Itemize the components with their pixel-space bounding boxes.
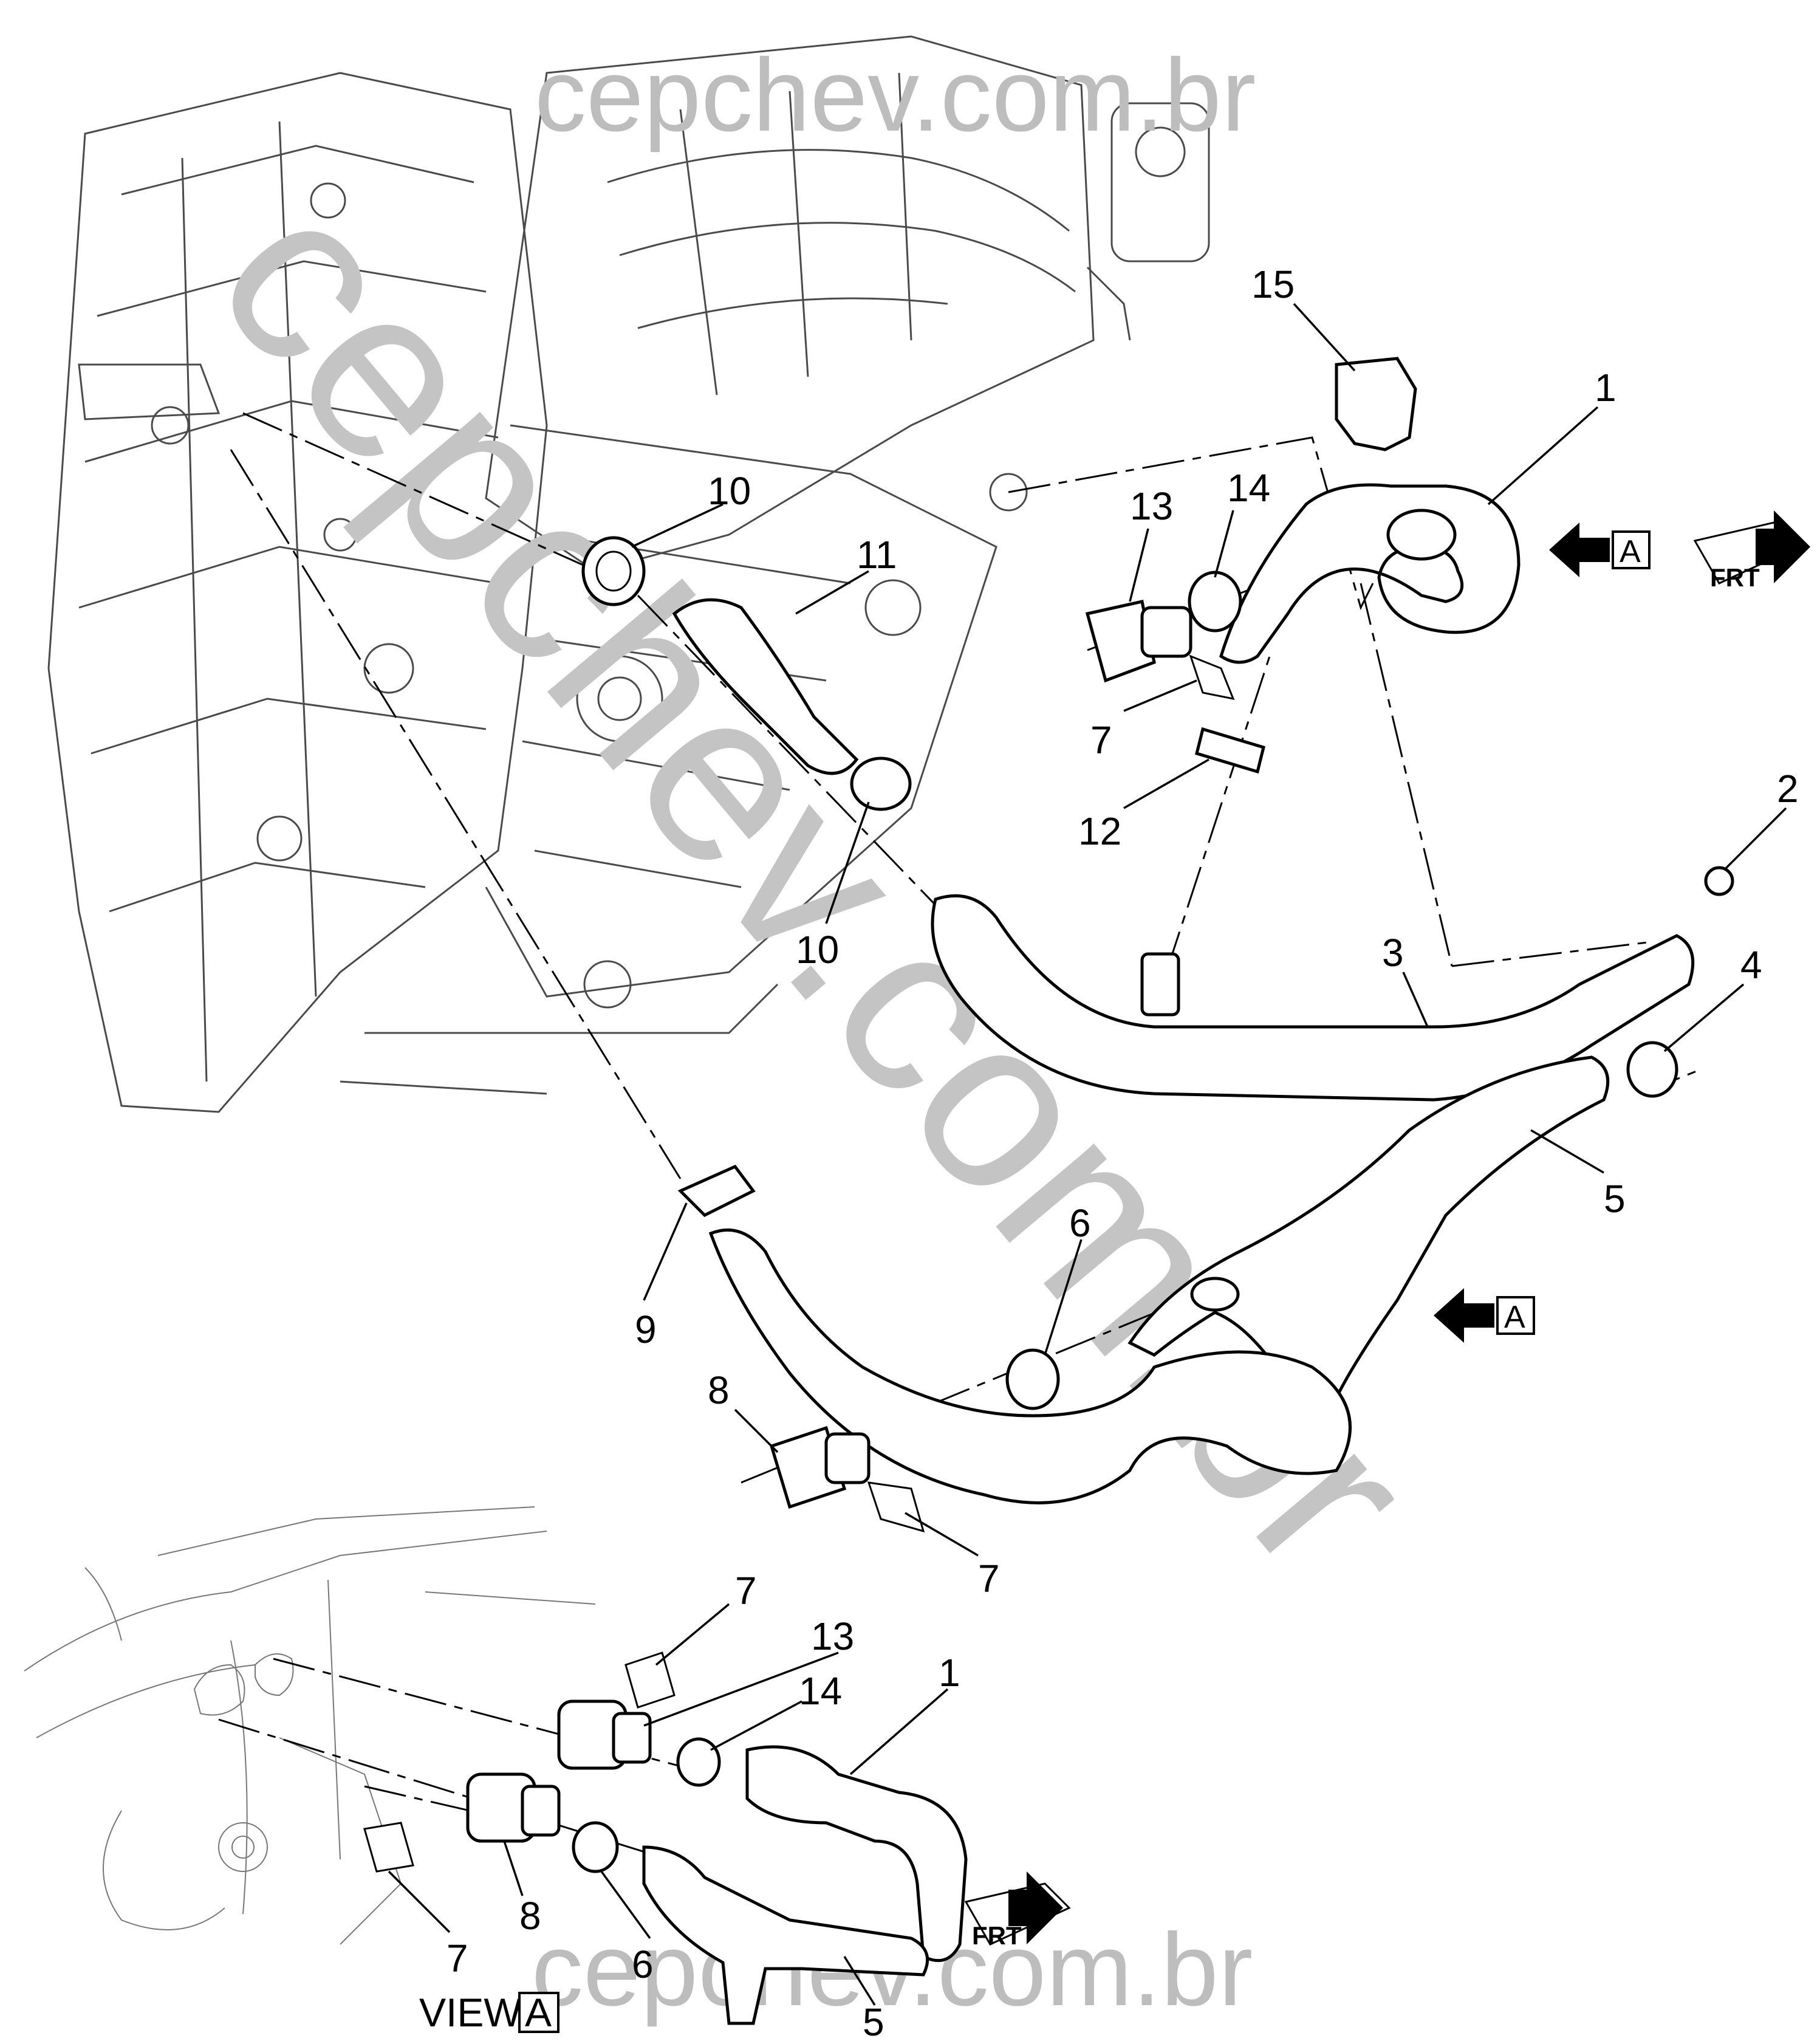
callout-1-view: 1 (939, 1651, 960, 1695)
callout-10-mid: 10 (796, 928, 839, 972)
callout-6-mid: 6 (1069, 1201, 1091, 1245)
view-arrow-icon (1549, 523, 1610, 577)
hose-part-11 (672, 598, 859, 775)
clip-part-7-top (1189, 654, 1235, 701)
clamp-part-14-top (1188, 571, 1242, 633)
bolt-part-2 (1704, 866, 1734, 896)
front-label-view: FRT (972, 1921, 1022, 1950)
front-indicator-top: FRT (1693, 510, 1810, 592)
clamp-part-6-mid (1005, 1348, 1060, 1410)
view-arrow-label-mid: A (1504, 1300, 1525, 1335)
callout-14-view: 14 (799, 1669, 842, 1713)
bracket-part-9 (677, 1164, 756, 1218)
callout-7-view-bottom: 7 (446, 1936, 468, 1980)
callout-7-view-top: 7 (735, 1569, 757, 1613)
callout-14-top: 14 (1227, 466, 1270, 510)
hose-part-3-nipple (1140, 952, 1180, 1017)
view-arrow-label-top: A (1620, 534, 1641, 569)
clip-part-7-mid (867, 1481, 925, 1533)
callout-1-top: 1 (1595, 366, 1616, 410)
callout-13-view: 13 (811, 1614, 854, 1658)
leader-lines (388, 303, 1787, 2006)
callout-8-mid: 8 (708, 1368, 730, 1412)
callout-5-view: 5 (863, 2000, 884, 2044)
callout-8-view: 8 (519, 1894, 541, 1938)
parts (363, 357, 1734, 2025)
hose-part-1-view (745, 1745, 968, 1963)
heater-hose-lower (708, 1228, 1352, 1504)
callout-13-top: 13 (1130, 484, 1173, 528)
view-arrow-icon (1434, 1288, 1494, 1343)
view-caption: VIEW A (419, 1990, 559, 2035)
view-arrow-mid: A (1434, 1288, 1535, 1343)
clip-part-12 (1194, 727, 1266, 774)
callout-numbers: 15 1 10 11 13 14 7 12 2 10 3 4 5 6 9 8 7… (446, 262, 1799, 2044)
callout-9: 9 (635, 1308, 657, 1351)
clamp-part-14-view (676, 1737, 721, 1787)
clamp-part-4 (1626, 1041, 1678, 1098)
front-indicator-view: FRT (964, 1871, 1071, 1950)
hose-part-5-view (642, 1845, 929, 2025)
callout-15: 15 (1251, 262, 1295, 306)
hose-part-5-mid (1127, 1055, 1610, 1427)
callout-10-top: 10 (708, 469, 751, 513)
callout-7-mid: 7 (978, 1557, 1000, 1600)
front-arrow-icon (1008, 1871, 1063, 1944)
view-arrow-top: A (1549, 523, 1651, 577)
callout-4: 4 (1740, 943, 1762, 987)
watermark-top: cepchev.com.br (535, 38, 1256, 153)
connector-part-13-top (1085, 600, 1156, 683)
view-caption-box: A (525, 1990, 552, 2035)
callout-2: 2 (1777, 767, 1799, 811)
front-arrow-icon (1756, 510, 1810, 583)
clamp-part-10-mid (850, 756, 912, 811)
callout-12: 12 (1078, 809, 1121, 853)
connector-part-13-top-fitting (1140, 606, 1192, 658)
hose-part-3 (931, 894, 1695, 1102)
callout-7-top: 7 (1090, 718, 1112, 762)
connector-part-8-mid-fitting (824, 1432, 871, 1484)
clip-part-7-view-bottom (363, 1822, 414, 1873)
clip-part-7-view-top (624, 1651, 676, 1709)
front-label-top: FRT (1710, 563, 1760, 592)
bracket-part-15 (1335, 357, 1417, 451)
hose-part-1-top (1219, 483, 1521, 664)
hose-part-5-mid-end (1190, 1277, 1240, 1312)
callout-3: 3 (1382, 931, 1404, 975)
engine-line-art (24, 35, 1210, 1945)
callout-6-view: 6 (632, 1943, 654, 1986)
callout-11: 11 (857, 533, 897, 577)
hose-part-1-top-end (1386, 509, 1457, 561)
clamp-part-6-view (572, 1821, 619, 1873)
callout-5-mid: 5 (1604, 1177, 1626, 1221)
view-caption-prefix: VIEW (419, 1990, 522, 2035)
